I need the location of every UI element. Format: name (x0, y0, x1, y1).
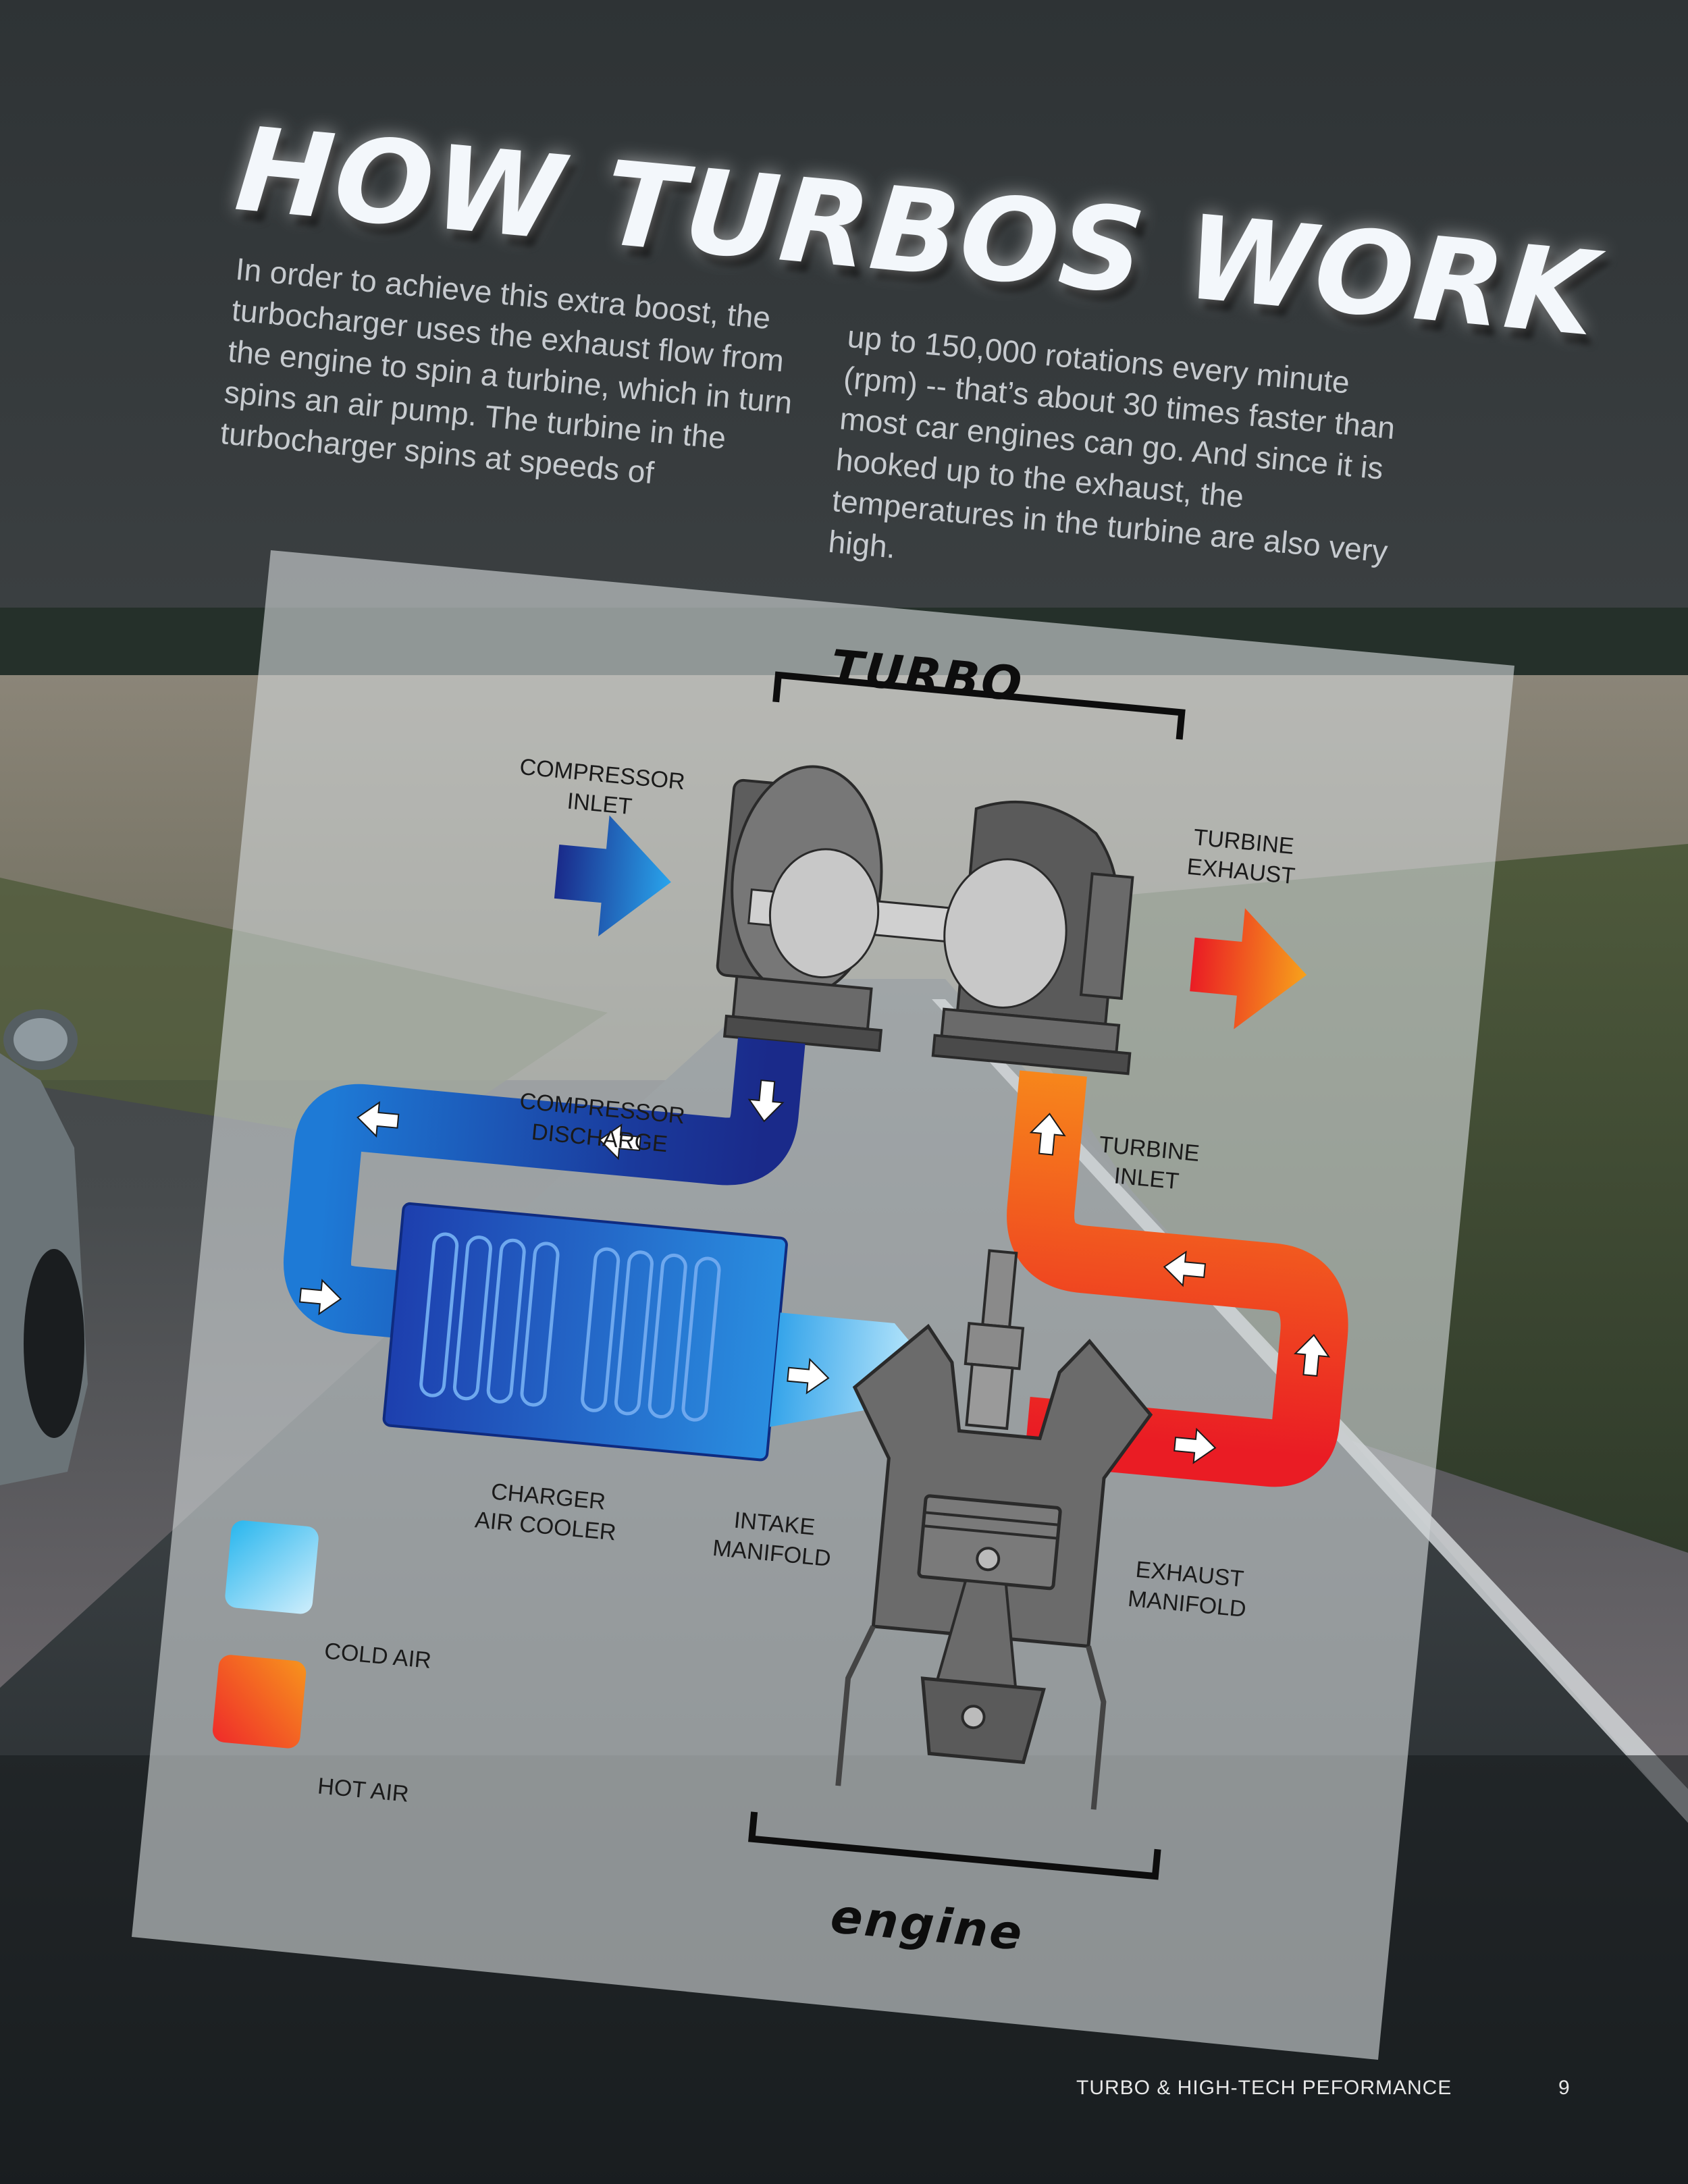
engine-illustration (835, 1249, 1153, 1810)
turbine-exhaust-arrow (1190, 908, 1307, 1030)
legend-cold-swatch (225, 1520, 319, 1614)
footer-page-number: 9 (1558, 2077, 1571, 2099)
engine-bracket (748, 1811, 1161, 1880)
car-silhouette (0, 1009, 88, 1485)
turbocharger-illustration (716, 765, 1134, 1075)
legend-hot-swatch (212, 1655, 307, 1749)
turbo-bracket (772, 671, 1186, 740)
footer-publication: TURBO & HIGH-TECH PEFORMANCE (1076, 2077, 1452, 2099)
flow-arrows (298, 1080, 1331, 1464)
charge-air-cooler (382, 1202, 788, 1462)
turbine-inlet-pipe (1007, 1070, 1348, 1487)
compressor-inlet-arrow (554, 815, 671, 936)
